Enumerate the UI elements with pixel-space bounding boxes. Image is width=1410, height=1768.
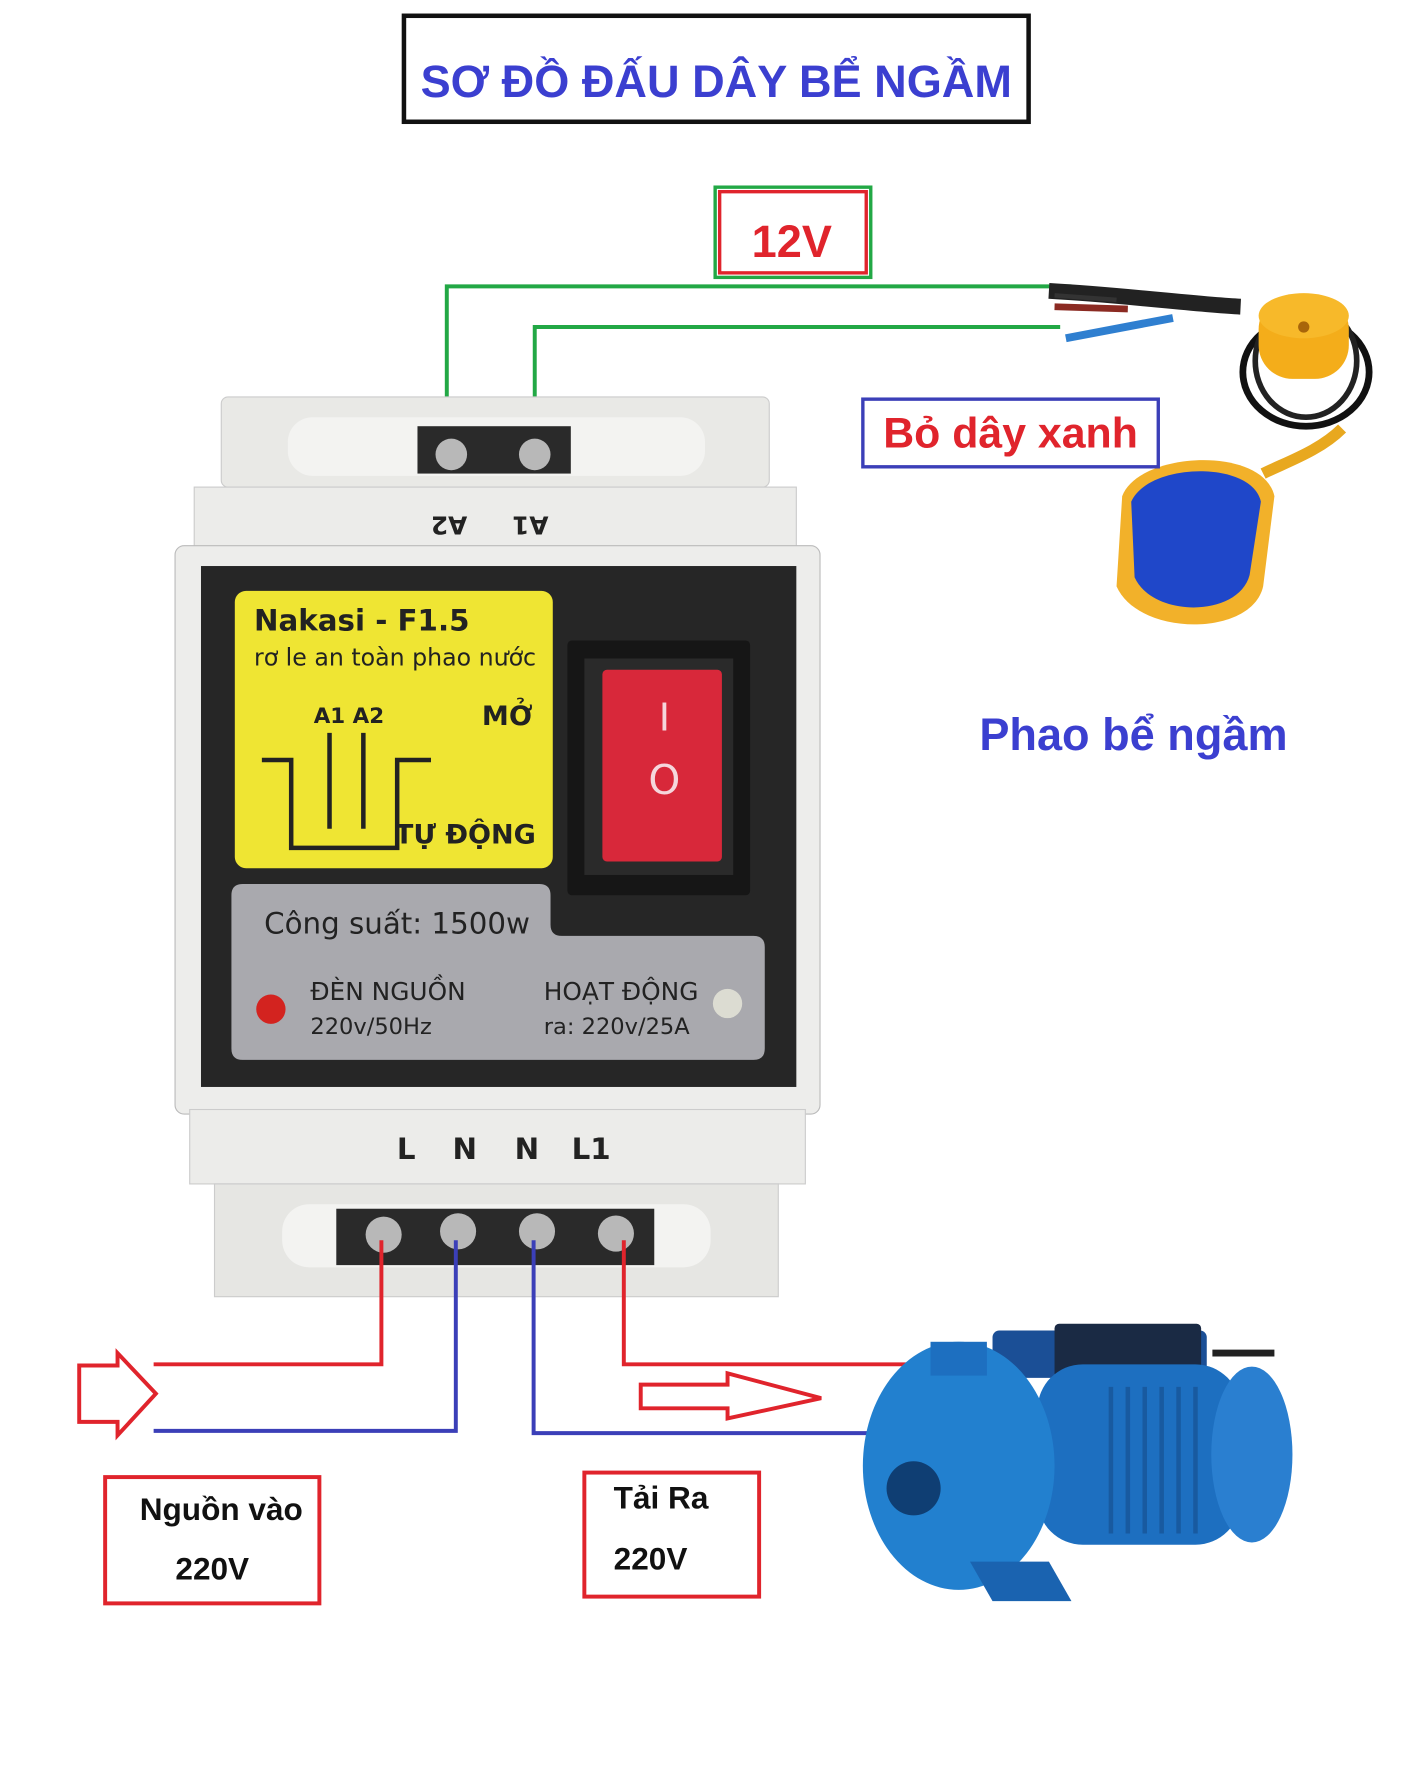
relay-device: A2 A1 Nakasi - F1.5 rơ le an toàn phao n… bbox=[174, 396, 821, 1298]
output-label-line1: Tải Ra bbox=[614, 1480, 709, 1516]
input-label-line1: Nguồn vào bbox=[140, 1491, 303, 1527]
power-led bbox=[256, 994, 286, 1024]
terminal-l1: L1 bbox=[572, 1132, 611, 1166]
power-wires bbox=[153, 1240, 937, 1436]
voltage-12v-text: 12V bbox=[752, 216, 832, 267]
switch-off-mark: O bbox=[648, 756, 680, 804]
terminal-n2: N bbox=[515, 1132, 540, 1166]
power-rocker-switch[interactable]: I O bbox=[567, 640, 751, 896]
remove-blue-wire-label: Bỏ dây xanh bbox=[861, 397, 1160, 469]
active-led bbox=[712, 988, 743, 1019]
input-label-box: Nguồn vào 220V bbox=[103, 1475, 322, 1606]
label-12v: 12V bbox=[713, 185, 873, 280]
mode-auto: TỰ ĐỘNG bbox=[395, 818, 536, 850]
output-arrow-icon bbox=[638, 1370, 822, 1421]
float-switch-image bbox=[1048, 283, 1373, 625]
float-name: Phao bể ngầm bbox=[979, 709, 1287, 760]
terminal-n1: N bbox=[453, 1132, 478, 1166]
terminal-l: L bbox=[397, 1132, 416, 1166]
brand-model: Nakasi - F1.5 bbox=[254, 603, 469, 637]
mode-open: MỞ bbox=[482, 696, 533, 732]
power-rating: Công suất: 1500w bbox=[264, 907, 530, 941]
title-box: SƠ ĐỒ ĐẤU DÂY BỂ NGẦM bbox=[401, 13, 1031, 125]
switch-on-mark: I bbox=[659, 696, 670, 741]
input-arrow-icon bbox=[77, 1348, 159, 1441]
output-label-box: Tải Ra 220V bbox=[582, 1470, 762, 1599]
water-pump-image bbox=[862, 1323, 1293, 1602]
remove-blue-wire-text: Bỏ dây xanh bbox=[883, 410, 1138, 458]
power-led-label: ĐÈN NGUỒN bbox=[310, 974, 465, 1006]
output-label-line2: 220V bbox=[614, 1541, 688, 1577]
active-led-label: HOẠT ĐỘNG bbox=[544, 976, 699, 1006]
active-led-spec: ra: 220v/25A bbox=[544, 1014, 691, 1040]
device-subtitle: rơ le an toàn phao nước bbox=[254, 643, 536, 671]
input-label-line2: 220V bbox=[175, 1551, 249, 1587]
page-title: SƠ ĐỒ ĐẤU DÂY BỂ NGẦM bbox=[421, 56, 1012, 107]
terminal-a1: A1 bbox=[512, 510, 548, 539]
power-led-spec: 220v/50Hz bbox=[310, 1014, 431, 1040]
diagram-a1a2: A1 A2 bbox=[314, 704, 384, 729]
terminal-a2: A2 bbox=[431, 510, 467, 539]
